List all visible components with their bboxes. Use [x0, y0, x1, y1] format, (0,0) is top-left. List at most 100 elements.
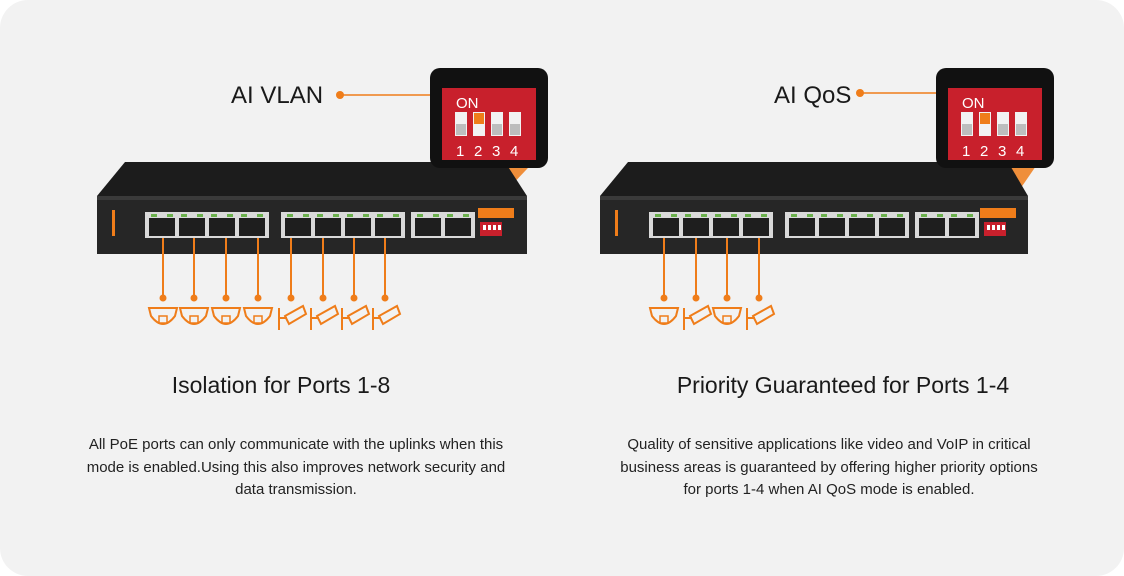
port-led	[463, 214, 469, 217]
port-led	[821, 214, 827, 217]
dip-on-label: ON	[962, 95, 985, 112]
bullet-camera-icon	[310, 304, 340, 330]
ethernet-port	[209, 218, 235, 236]
bullet-camera-icon	[372, 304, 402, 330]
port-led	[393, 214, 399, 217]
port-led	[167, 214, 173, 217]
connection-dot	[222, 294, 230, 302]
port-led	[317, 214, 323, 217]
ethernet-port	[819, 218, 845, 236]
port-led	[715, 214, 721, 217]
mode-label: AI VLAN	[231, 82, 324, 109]
dip-number-1: 1	[962, 143, 970, 160]
port-led	[151, 214, 157, 217]
port-led	[807, 214, 813, 217]
ethernet-port	[919, 218, 945, 236]
ethernet-port	[345, 218, 371, 236]
ai-vlan-panel: ON 1 2 3 4 AI VLAN Isolation for Ports 1…	[87, 68, 548, 498]
dip-toggle	[998, 124, 1008, 135]
port-led	[671, 214, 677, 217]
dip-number-4: 4	[1016, 143, 1024, 160]
connection-dot	[381, 294, 389, 302]
connection-dot	[660, 294, 668, 302]
dip-toggle	[980, 113, 990, 124]
connection-dot	[254, 294, 262, 302]
port-led	[447, 214, 453, 217]
port-led	[197, 214, 203, 217]
ethernet-port	[285, 218, 311, 236]
port-led	[655, 214, 661, 217]
ethernet-port	[315, 218, 341, 236]
connection-dot	[350, 294, 358, 302]
port-led	[881, 214, 887, 217]
ethernet-port	[683, 218, 709, 236]
port-led	[761, 214, 767, 217]
ethernet-port	[179, 218, 205, 236]
port-led	[921, 214, 927, 217]
bullet-camera-icon	[278, 304, 308, 330]
dip-number-2: 2	[980, 143, 988, 160]
port-led	[241, 214, 247, 217]
connection-dot	[159, 294, 167, 302]
port-led	[837, 214, 843, 217]
connection-dot	[755, 294, 763, 302]
dip-number-1: 1	[456, 143, 464, 160]
ethernet-port	[743, 218, 769, 236]
camera-group	[648, 238, 776, 330]
port-led	[745, 214, 751, 217]
ethernet-port	[239, 218, 265, 236]
port-led	[211, 214, 217, 217]
dip-number-4: 4	[510, 143, 518, 160]
ai-qos-illustration: ON 1 2 3 4	[600, 68, 1054, 330]
dip-switch-icon	[430, 68, 548, 168]
port-led	[685, 214, 691, 217]
dome-camera-icon	[648, 307, 680, 325]
panel-heading: Isolation for Ports 1-8	[171, 372, 391, 398]
port-led	[227, 214, 233, 217]
bullet-camera-icon	[746, 304, 776, 330]
port-led	[417, 214, 423, 217]
label-dot	[856, 89, 864, 97]
dip-toggle	[962, 124, 972, 135]
port-led	[867, 214, 873, 217]
port-led	[333, 214, 339, 217]
port-led	[851, 214, 857, 217]
ethernet-port	[445, 218, 471, 236]
port-led	[347, 214, 353, 217]
ai-vlan-illustration: ON 1 2 3 4	[97, 68, 548, 330]
port-led	[377, 214, 383, 217]
port-led	[897, 214, 903, 217]
port-led	[181, 214, 187, 217]
connection-dot	[190, 294, 198, 302]
label-dot	[336, 91, 344, 99]
port-led	[287, 214, 293, 217]
port-led	[303, 214, 309, 217]
connection-dot	[287, 294, 295, 302]
dip-switch-icon	[936, 68, 1054, 168]
ethernet-port	[949, 218, 975, 236]
dome-camera-icon	[210, 307, 242, 325]
port-led	[257, 214, 263, 217]
dip-number-3: 3	[492, 143, 500, 160]
connection-dot	[723, 294, 731, 302]
mode-label: AI QoS	[774, 82, 852, 109]
dome-camera-icon	[242, 307, 274, 325]
ethernet-port	[415, 218, 441, 236]
panel-heading: Priority Guaranteed for Ports 1-4	[676, 372, 1010, 398]
port-led	[967, 214, 973, 217]
network-switch-icon	[97, 162, 527, 254]
bullet-camera-icon	[341, 304, 371, 330]
port-led	[731, 214, 737, 217]
ethernet-port	[789, 218, 815, 236]
dip-toggle	[456, 124, 466, 135]
bullet-camera-icon	[683, 304, 713, 330]
panel-description: Quality of sensitive applications like v…	[620, 436, 1038, 498]
dome-camera-icon	[178, 307, 210, 325]
network-switch-icon	[600, 162, 1028, 254]
ethernet-port	[375, 218, 401, 236]
port-led	[951, 214, 957, 217]
port-led	[701, 214, 707, 217]
ai-qos-panel: ON 1 2 3 4 AI QoS Priority Guaranteed fo…	[562, 0, 1124, 576]
ethernet-port	[879, 218, 905, 236]
